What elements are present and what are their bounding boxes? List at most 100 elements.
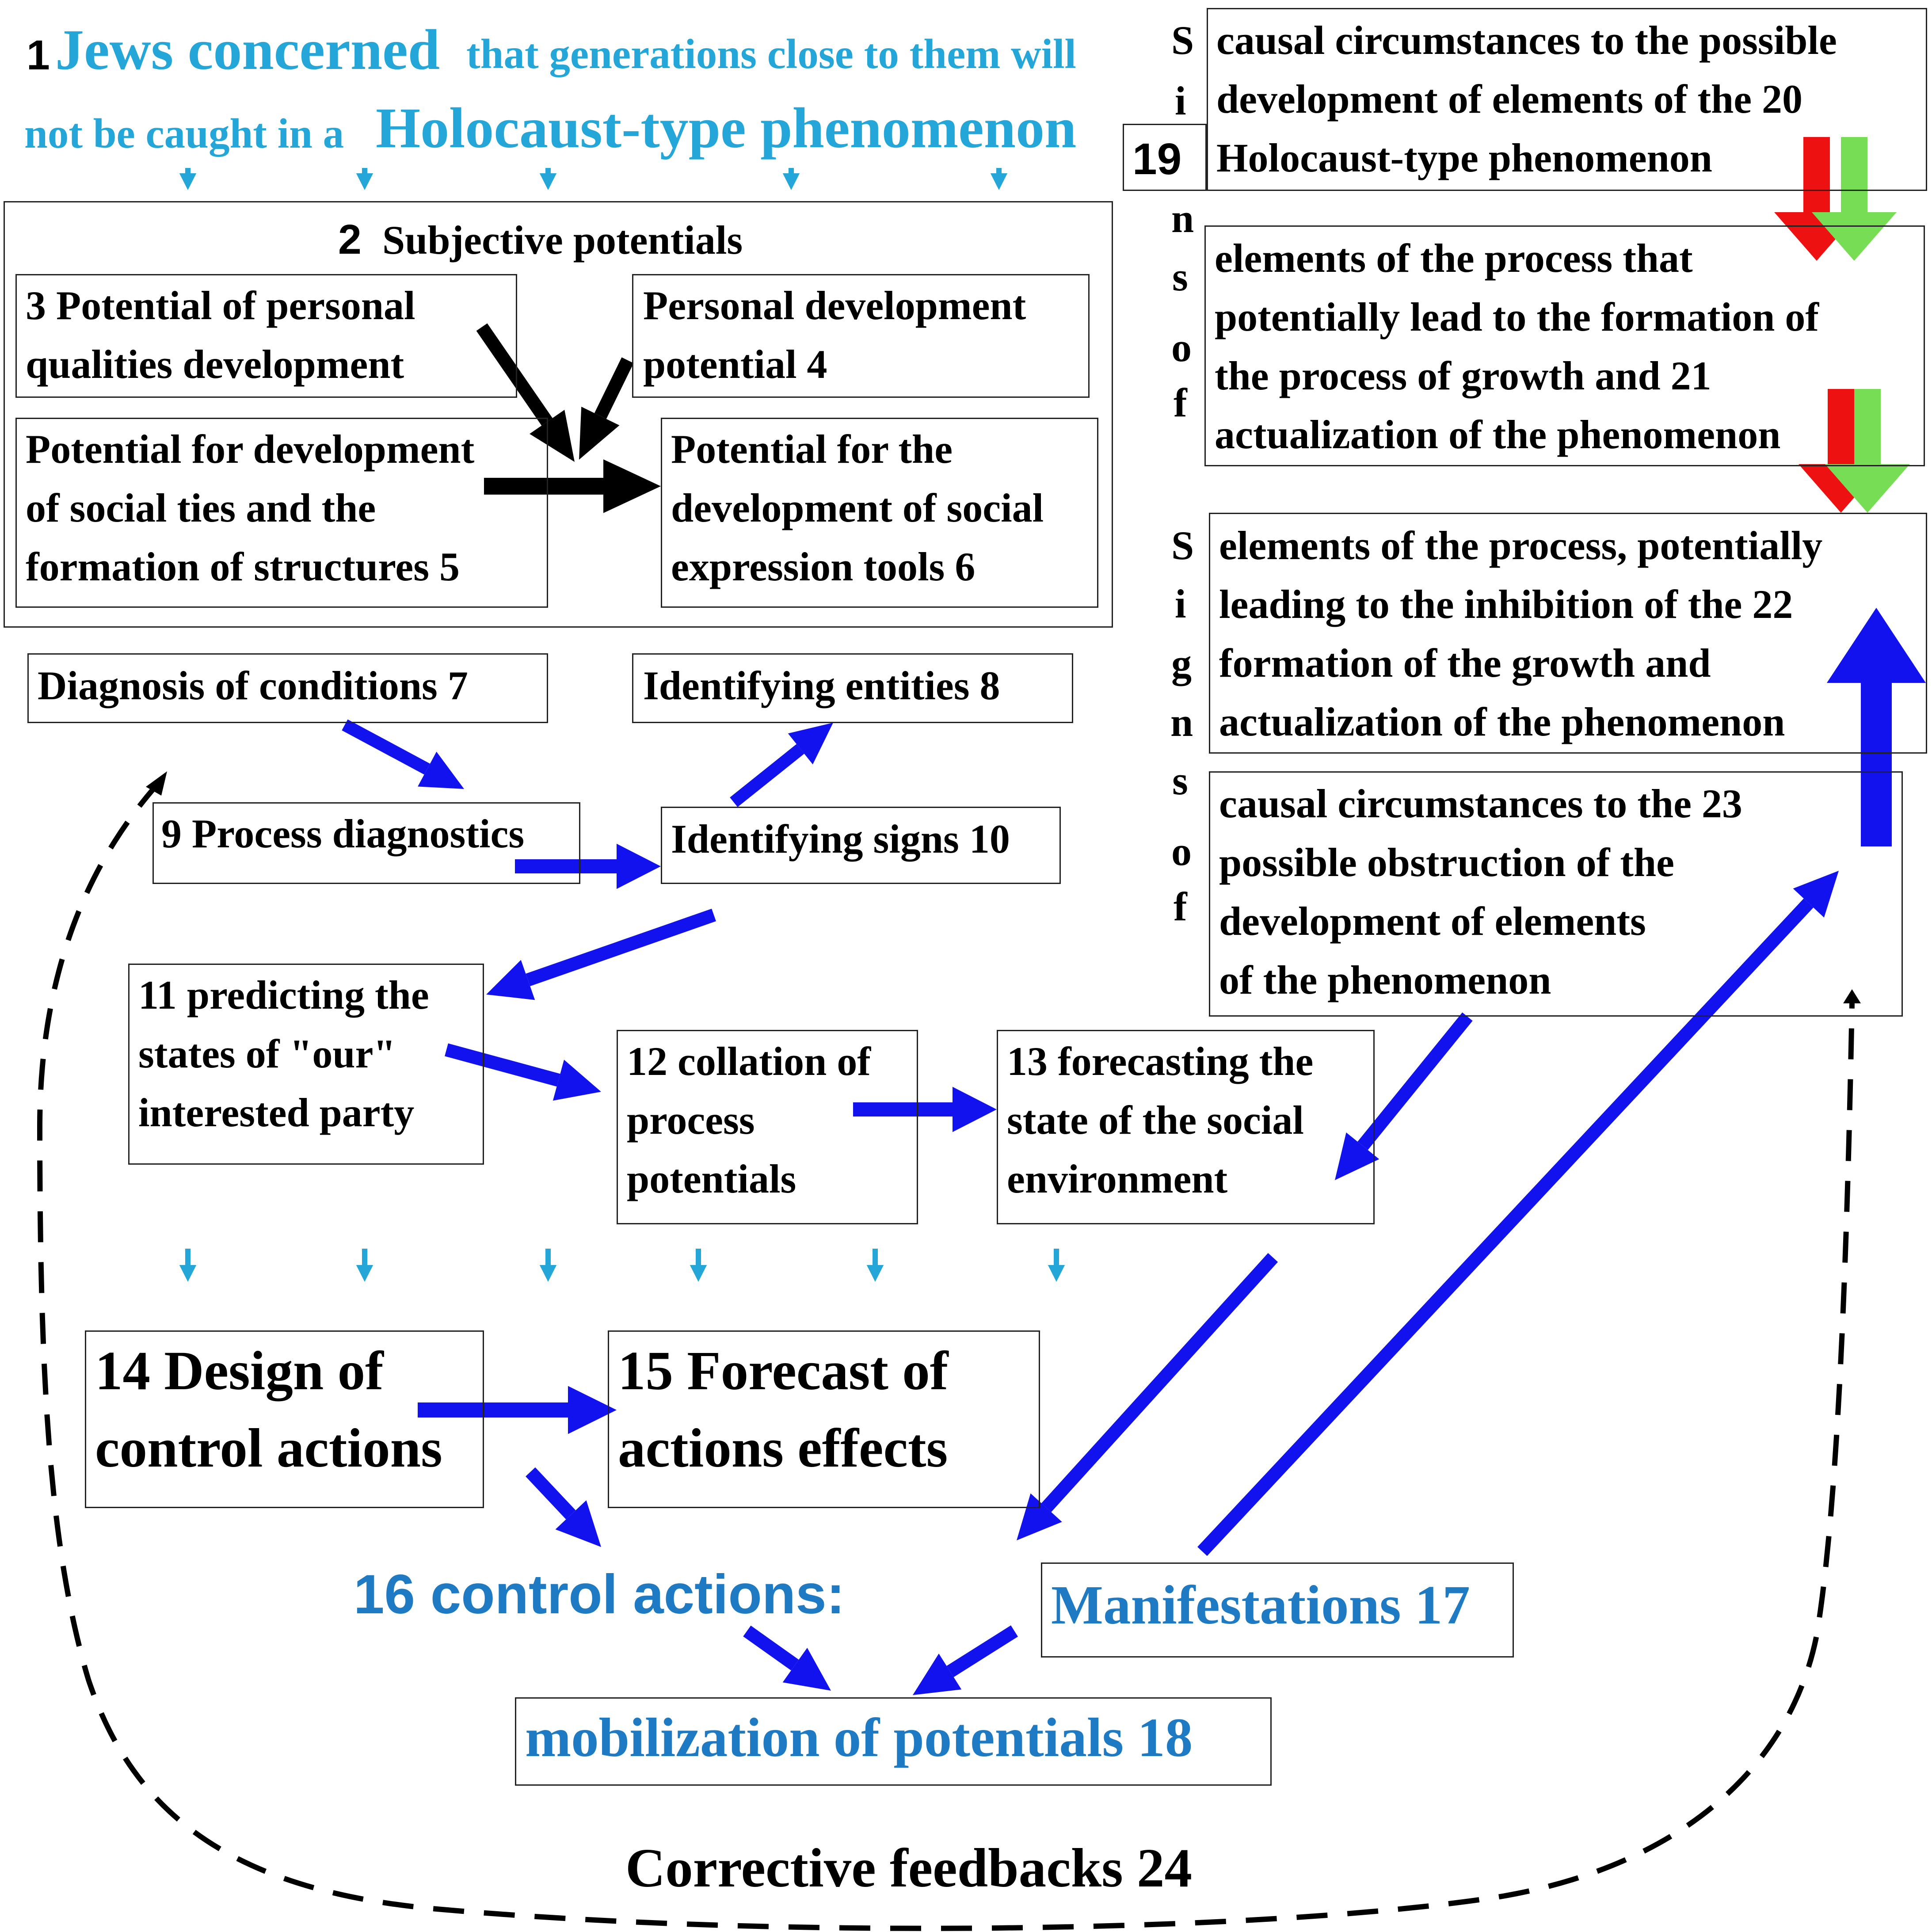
corrective-feedbacks-label: Corrective feedbacks 24: [625, 1838, 1193, 1899]
box-12-line1: 12 collation of: [627, 1039, 871, 1084]
box-23-line3: development of elements: [1219, 899, 1646, 944]
feedback-arrowhead-right: [1843, 989, 1861, 1003]
arrow-16-to-18: [743, 1625, 831, 1691]
side-letter-bottom-5: o: [1171, 829, 1192, 874]
side-letter-top-2: n: [1171, 196, 1194, 241]
title-line1-rest: that generations close to them will: [466, 30, 1076, 77]
box-18: [515, 1697, 1272, 1786]
box-22-line3: formation of the growth and: [1219, 640, 1711, 686]
mid-down-arrow-1: [356, 1249, 373, 1282]
box-11-line1: 11 predicting the: [138, 972, 429, 1017]
box-14: [85, 1330, 484, 1508]
arrow-3-to-6: [476, 323, 575, 462]
box-23-line4: of the phenomenon: [1219, 957, 1551, 1002]
arrow-9-to-10: [515, 843, 661, 889]
box-3-line1: 3 Potential of personal: [26, 283, 415, 328]
side-letter-bottom-6: f: [1174, 884, 1187, 929]
mid-down-arrow-4: [866, 1249, 884, 1282]
box-5: [15, 418, 548, 608]
side-letter-bottom-3: n: [1170, 700, 1193, 745]
box-12-line2: process: [627, 1097, 755, 1143]
arrow-12-to-13: [853, 1086, 997, 1132]
title-line2-start: not be caught in a: [24, 110, 344, 157]
arrow-5-to-6: [484, 459, 661, 513]
box-10-label: Identifying signs 10: [671, 816, 1010, 861]
side-letter-top-3: s: [1172, 254, 1188, 299]
box-5-line1: Potential for development: [26, 427, 475, 472]
box-11-line2: states of "our": [138, 1031, 396, 1076]
box-23-line2: possible obstruction of the: [1219, 840, 1674, 885]
title-down-arrow-1: [356, 168, 373, 190]
box-22: [1209, 513, 1927, 754]
title-number: 1: [27, 32, 50, 79]
arrow-10-to-8: [730, 723, 833, 807]
box-12: [617, 1030, 918, 1224]
arrow-17-to-23: [1197, 871, 1839, 1556]
box-9: [152, 802, 580, 884]
box-6: [661, 418, 1098, 608]
title-down-arrow-0: [179, 168, 197, 190]
mid-down-arrow-2: [539, 1249, 557, 1282]
side-letter-top-1: i: [1175, 78, 1186, 123]
arrow-21-to-22-green: [1825, 389, 1910, 513]
feedback-arrowhead-left: [146, 771, 167, 796]
box-7-label: Diagnosis of conditions 7: [38, 663, 468, 708]
subjective-number: 2: [338, 216, 362, 263]
box-5-line3: formation of structures 5: [26, 544, 460, 589]
subjective-label: Subjective potentials: [382, 217, 743, 263]
box-7: [27, 653, 548, 723]
title-jews-concerned: Jews concerned: [55, 18, 440, 82]
box-9-label: 9 Process diagnostics: [161, 811, 525, 856]
arrow-7-to-9: [342, 719, 464, 789]
box-14-line2: control actions: [95, 1418, 442, 1479]
feedback-loop: [37, 781, 1855, 1931]
box-8: [632, 653, 1073, 723]
arrow-11-to-12: [445, 1043, 601, 1101]
box-20-line1: causal circumstances to the possible: [1216, 18, 1837, 63]
box-10: [661, 807, 1061, 884]
control-actions-label: 16 control actions:: [354, 1564, 845, 1625]
mid-down-arrow-5: [1048, 1249, 1065, 1282]
box-19: [1123, 124, 1207, 191]
box-20-line2: development of elements of the 20: [1216, 76, 1803, 122]
box-13-line2: state of the social: [1007, 1097, 1304, 1143]
box-20-line3: Holocaust-type phenomenon: [1216, 135, 1712, 180]
box-22-line2: leading to the inhibition of the 22: [1219, 582, 1793, 627]
side-letter-top-4: o: [1171, 325, 1192, 370]
side-letter-bottom-0: S: [1171, 523, 1194, 568]
box-21-line2: potentially lead to the formation of: [1215, 294, 1819, 339]
title-down-arrow-2: [539, 168, 557, 190]
box-4: [632, 274, 1090, 398]
box-13-line3: environment: [1007, 1156, 1228, 1201]
box-23: [1209, 771, 1903, 1017]
box-11: [128, 964, 484, 1165]
box-6-line2: development of social: [671, 485, 1044, 530]
box-21-line3: the process of growth and 21: [1215, 353, 1711, 398]
side-letter-bottom-4: s: [1172, 758, 1188, 803]
box-11-line3: interested party: [138, 1090, 415, 1135]
mid-down-arrow-3: [690, 1249, 707, 1282]
box-14-line1: 14 Design of: [95, 1341, 384, 1402]
box-6-line1: Potential for the: [671, 427, 953, 472]
box-3: [15, 274, 517, 398]
side-letter-bottom-2: g: [1171, 641, 1192, 686]
box-22-line1: elements of the process, potentially: [1219, 523, 1823, 568]
subjective-potentials-box: [4, 201, 1113, 628]
box-17-label: Manifestations 17: [1051, 1575, 1470, 1636]
arrow-23-to-13: [1335, 1012, 1473, 1180]
box-8-label: Identifying entities 8: [643, 663, 1000, 708]
box-18-label: mobilization of potentials 18: [525, 1707, 1193, 1768]
box-13-line1: 13 forecasting the: [1007, 1039, 1314, 1084]
box-19-label: 19: [1132, 134, 1182, 184]
box-5-line2: of social ties and the: [26, 485, 376, 530]
box-21-line1: elements of the process that: [1215, 236, 1693, 281]
box-21-line4: actualization of the phenomenon: [1215, 412, 1781, 457]
box-6-line3: expression tools 6: [671, 544, 976, 589]
box-15-line2: actions effects: [618, 1418, 948, 1479]
arrow-23-to-22: [1827, 608, 1926, 846]
mid-down-arrow-0: [179, 1249, 197, 1282]
box-4-line2: potential 4: [643, 342, 827, 387]
box-4-line1: Personal development: [643, 283, 1026, 328]
arrow-17-to-18: [913, 1625, 1018, 1695]
